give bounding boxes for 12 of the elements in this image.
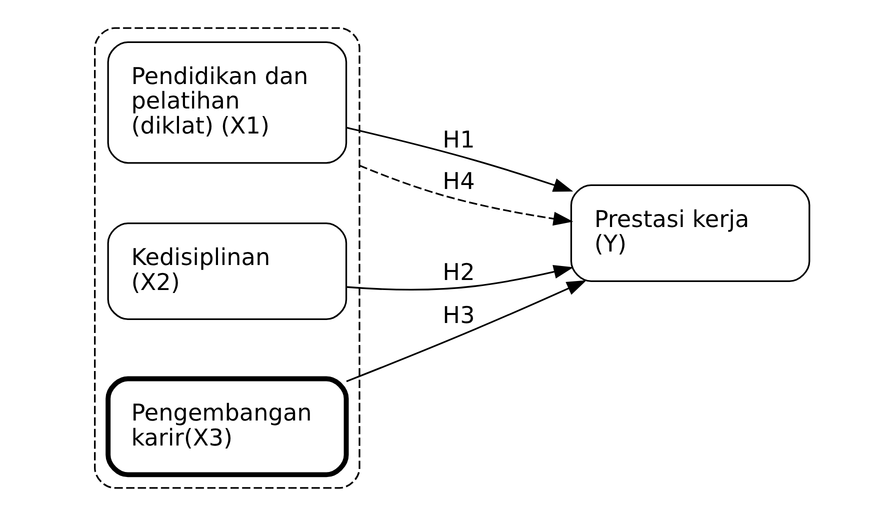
arrow [346, 126, 574, 192]
node-box: Kedisiplinan (X2) [107, 222, 348, 320]
node-box: Prestasi kerja (Y) [570, 184, 810, 282]
arrow [346, 280, 587, 382]
arrow [359, 164, 574, 226]
edge-label: H3 [442, 302, 475, 329]
node-box: Pendidikan dan pelatihan (diklat) (X1) [107, 41, 348, 164]
cluster [94, 27, 360, 489]
edge-label: H4 [442, 168, 475, 195]
edge-label: H1 [442, 128, 475, 154]
node-box: Pengembangan karir(X3) [106, 376, 349, 478]
edge-label: H2 [442, 260, 475, 286]
